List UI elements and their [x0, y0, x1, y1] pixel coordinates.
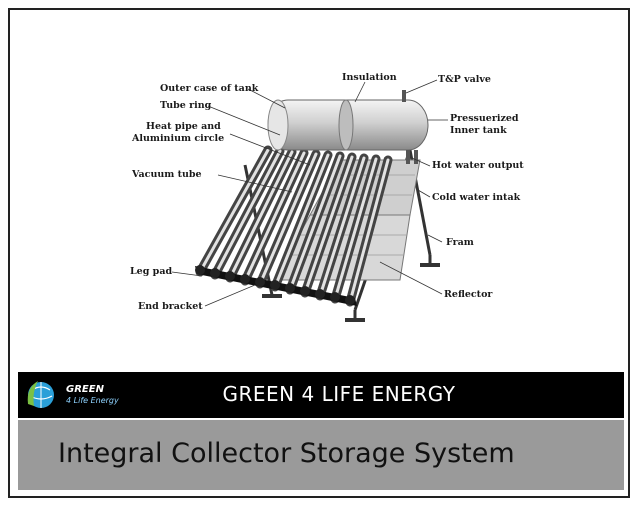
subtitle-band: Integral Collector Storage System [18, 420, 624, 490]
company-logo: GREEN 4 Life Energy [24, 378, 124, 412]
label-pressurized-1: Pressuerized [450, 113, 519, 124]
logo-text-green: GREEN [66, 384, 104, 395]
vacuum-tubes [195, 145, 393, 307]
image-frame: Outer case of tank Tube ring Heat pipe a… [8, 8, 630, 498]
solar-heater-illustration [171, 79, 448, 322]
label-heat-pipe-1: Heat pipe and [146, 121, 221, 132]
label-end-bracket: End bracket [138, 301, 203, 312]
label-cold-water: Cold water intak [432, 192, 521, 203]
label-outer-case: Outer case of tank [160, 83, 259, 94]
page-subtitle: Integral Collector Storage System [58, 438, 515, 469]
banner-title: GREEN 4 LIFE ENERGY [222, 382, 456, 406]
storage-tank [267, 90, 429, 164]
label-tube-ring: Tube ring [160, 100, 212, 111]
label-vacuum-tube: Vacuum tube [132, 169, 202, 180]
label-insulation: Insulation [342, 72, 397, 83]
label-fram: Fram [446, 237, 474, 248]
foot-plate-2 [345, 318, 365, 322]
label-leg-pad: Leg pad [130, 266, 173, 277]
label-tp-valve: T&P valve [438, 74, 491, 85]
logo-text-tagline: 4 Life Energy [66, 396, 119, 405]
label-heat-pipe-2: Aluminium circle [132, 133, 225, 144]
label-hot-water: Hot water output [432, 160, 524, 171]
foot-plate-1 [262, 294, 282, 298]
brand-banner: GREEN 4 Life Energy GREEN 4 LIFE ENERGY [18, 372, 624, 418]
label-pressurized-2: Inner tank [450, 125, 507, 136]
foot-plate-3 [420, 263, 440, 267]
globe-leaf-icon [27, 381, 54, 408]
solar-heater-diagram: Outer case of tank Tube ring Heat pipe a… [10, 10, 628, 370]
label-reflector: Reflector [444, 289, 493, 300]
